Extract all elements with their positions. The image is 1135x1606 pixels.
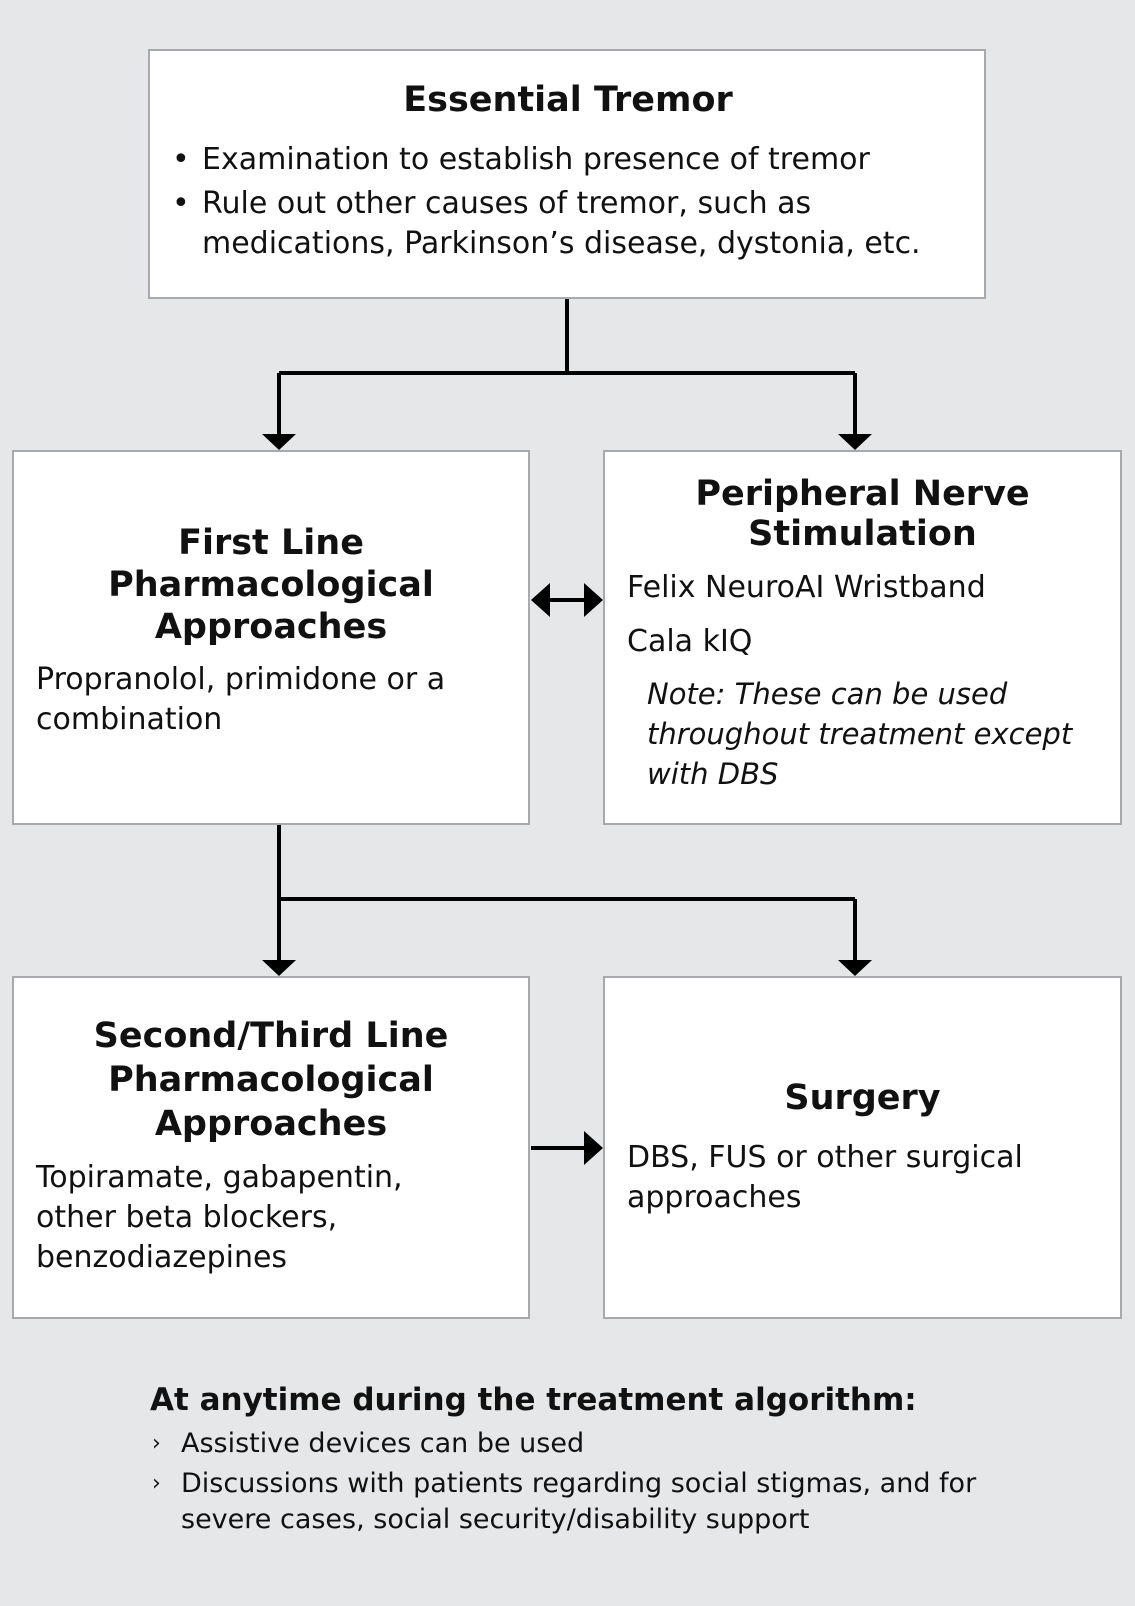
footer-section: At anytime during the treatment algorith… (150, 1380, 1010, 1542)
list-item: Rule out other causes of tremor, such as… (172, 184, 964, 264)
pns-note: Note: These can be used throughout treat… (647, 677, 1073, 791)
first-line-text: Propranolol, primidone or a combination (36, 662, 446, 737)
arrow-down-second-line (262, 960, 296, 976)
pns-title: Peripheral Nerve Stimulation (695, 474, 1030, 554)
first-line-box: First Line Pharmacological Approaches Pr… (12, 450, 530, 825)
footer-list: Assistive devices can be used Discussion… (150, 1426, 1010, 1538)
essential-tremor-box: Essential Tremor Examination to establis… (148, 49, 986, 299)
pns-box: Peripheral Nerve Stimulation Felix Neuro… (603, 450, 1122, 825)
essential-tremor-bullets: Examination to establish presence of tre… (172, 140, 964, 264)
list-item: Examination to establish presence of tre… (172, 140, 964, 180)
surgery-box: Surgery DBS, FUS or other surgical appro… (603, 976, 1122, 1319)
essential-tremor-title: Essential Tremor (403, 80, 733, 120)
arrow-right-pns (584, 583, 603, 617)
arrow-down-pns (838, 434, 872, 450)
first-line-title: First Line Pharmacological Approaches (108, 523, 434, 647)
footer-title: At anytime during the treatment algorith… (150, 1382, 917, 1418)
pns-item-cala: Cala kIQ (627, 624, 753, 659)
list-item: Discussions with patients regarding soci… (150, 1466, 1010, 1538)
surgery-text: DBS, FUS or other surgical approaches (627, 1140, 1023, 1215)
pns-item-felix: Felix NeuroAI Wristband (627, 570, 986, 605)
second-line-box: Second/Third Line Pharmacological Approa… (12, 976, 530, 1319)
arrow-down-first-line (262, 434, 296, 450)
arrow-right-surgery (584, 1131, 603, 1165)
second-line-text: Topiramate, gabapentin, other beta block… (36, 1160, 403, 1275)
list-item: Assistive devices can be used (150, 1426, 1010, 1462)
second-line-title: Second/Third Line Pharmacological Approa… (93, 1016, 449, 1144)
arrow-left-first-line (531, 583, 550, 617)
surgery-title: Surgery (784, 1078, 941, 1118)
arrow-down-surgery (838, 960, 872, 976)
